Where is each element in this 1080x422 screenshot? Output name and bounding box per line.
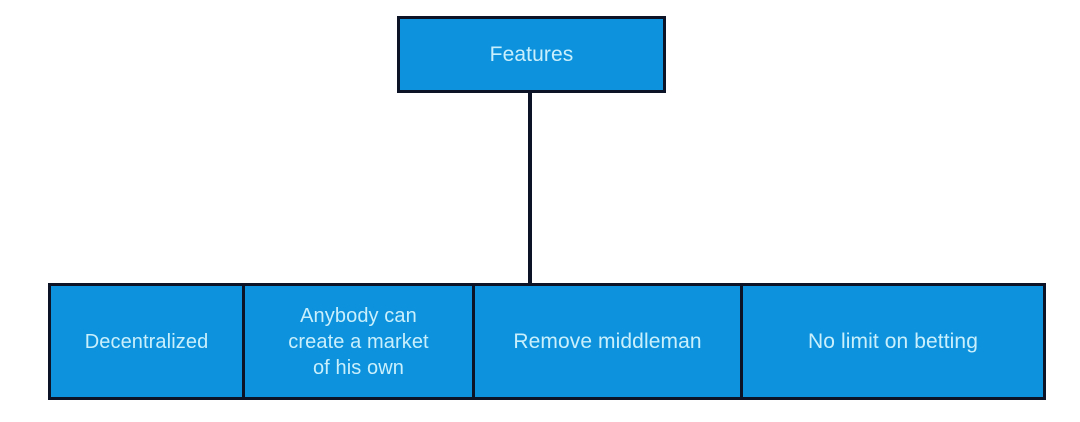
diagram-node-no-limit-on-betting[interactable]: No limit on betting	[740, 283, 1046, 400]
diagram-node-remove-middleman[interactable]: Remove middleman	[472, 283, 743, 400]
diagram-node-decentralized-label: Decentralized	[84, 330, 209, 353]
diagram-node-no-limit-on-betting-label: No limit on betting	[808, 329, 978, 353]
diagram-node-root[interactable]: Features	[397, 16, 666, 93]
diagram-node-decentralized[interactable]: Decentralized	[48, 283, 245, 400]
diagram-node-anybody-can-create-a-market-label: Anybody can create a market of his own	[288, 304, 429, 379]
connector-line-root-to-children	[528, 92, 532, 284]
diagram-child-row: Decentralized Anybody can create a marke…	[48, 283, 1046, 400]
diagram-node-anybody-can-create-a-market[interactable]: Anybody can create a market of his own	[242, 283, 475, 400]
diagram-node-remove-middleman-label: Remove middleman	[513, 329, 702, 353]
diagram-node-root-label: Features	[489, 42, 574, 66]
